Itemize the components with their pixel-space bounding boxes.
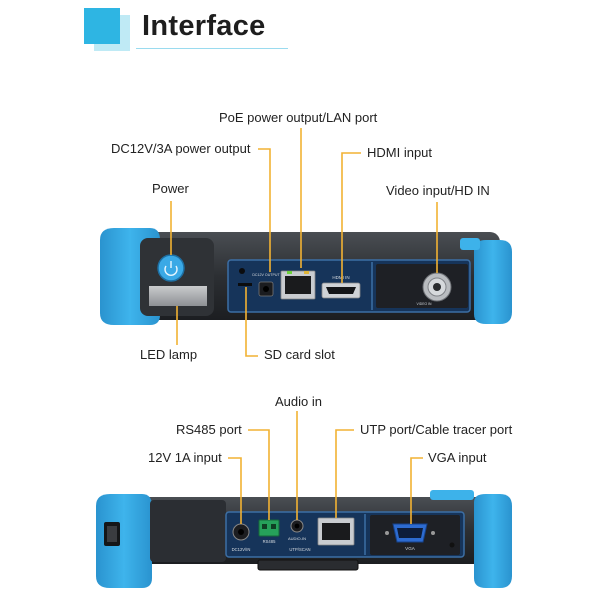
top-device-view: DC12V OUTPUT HDMI IN VIDEO IN (100, 228, 512, 325)
section-header: Interface (84, 8, 294, 51)
vga-text: VGA (405, 546, 416, 551)
rs485-text: RS485 (263, 539, 276, 544)
hdmi-in-text: HDMI IN (332, 275, 349, 280)
audio-in-text: AUDIO-IN (288, 536, 306, 541)
label-audio-in: Audio in (275, 394, 322, 409)
top-right-bumper (474, 240, 512, 324)
dc-output-text: DC12V OUTPUT (252, 273, 280, 277)
bottom-device-view: DC12V/IN RS485 AUDIO-IN UTP/SCAN VGA (96, 490, 512, 588)
label-dc12v3a-output: DC12V/3A power output (111, 141, 251, 156)
label-video-input: Video input/HD IN (386, 183, 490, 198)
header-underline (136, 48, 288, 49)
label-poe-lan-port: PoE power output/LAN port (219, 110, 378, 125)
bottom-kickstand (257, 559, 359, 571)
sd-card-slot (238, 283, 252, 286)
power-symbol-icon (164, 265, 178, 276)
label-power: Power (152, 181, 189, 196)
label-sd-card-slot: SD card slot (264, 347, 335, 362)
sd-indicator (239, 268, 245, 274)
bottom-left-bumper (96, 494, 152, 588)
video-in-text: VIDEO IN (417, 302, 432, 306)
page-title: Interface (142, 10, 266, 42)
dc-in-text: DC12V/IN (232, 547, 251, 552)
leader-lines (170, 128, 438, 524)
label-rs485-port: RS485 port (176, 422, 242, 437)
bottom-right-bumper (474, 494, 512, 588)
header-accent-square (84, 8, 120, 44)
utp-scan-text: UTP/SCAN (289, 547, 310, 552)
label-led-lamp: LED lamp (140, 347, 198, 362)
label-12v-1a-input: 12V 1A input (148, 450, 222, 465)
label-vga-input: VGA input (428, 450, 487, 465)
label-utp-port: UTP port/Cable tracer port (360, 422, 513, 437)
label-hdmi-input: HDMI input (367, 145, 433, 160)
led-lamp (149, 286, 207, 306)
